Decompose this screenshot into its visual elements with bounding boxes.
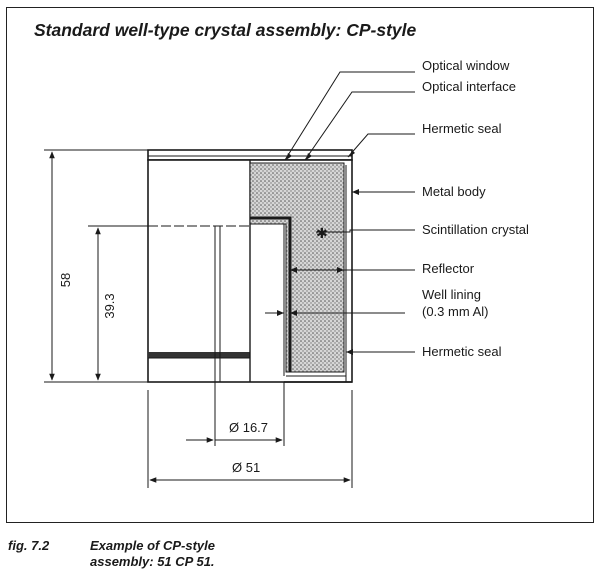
figure-caption: Example of CP-style assembly: 51 CP 51. bbox=[90, 538, 215, 570]
leader-lines bbox=[265, 71, 415, 353]
caption-line-2: assembly: 51 CP 51. bbox=[90, 554, 215, 569]
leader-arrowheads bbox=[277, 150, 359, 355]
reflector-lining bbox=[250, 216, 292, 372]
dim-height-total: 58 bbox=[58, 273, 73, 287]
label-hermetic-seal-bottom: Hermetic seal bbox=[422, 344, 502, 359]
label-hermetic-seal-top: Hermetic seal bbox=[422, 121, 502, 136]
dim-height-well: 39.3 bbox=[102, 293, 117, 318]
dim-outer-diameter: Ø 51 bbox=[232, 460, 260, 475]
crystal-marker-icon: ✱ bbox=[316, 226, 328, 242]
bottom-seal-band bbox=[148, 352, 250, 358]
label-metal-body: Metal body bbox=[422, 184, 486, 199]
dim-well-diameter: Ø 16.7 bbox=[229, 420, 268, 435]
label-optical-window: Optical window bbox=[422, 58, 510, 73]
label-optical-interface: Optical interface bbox=[422, 79, 516, 94]
label-well-lining-thickness: (0.3 mm Al) bbox=[422, 304, 488, 319]
optical-window-plate bbox=[147, 149, 353, 161]
figure-number: fig. 7.2 bbox=[8, 538, 50, 553]
label-scintillation-crystal: Scintillation crystal bbox=[422, 222, 529, 237]
diagram-title: Standard well-type crystal assembly: CP-… bbox=[34, 20, 417, 40]
label-reflector: Reflector bbox=[422, 261, 475, 276]
label-well-lining: Well lining bbox=[422, 287, 481, 302]
caption-line-1: Example of CP-style bbox=[90, 538, 215, 553]
dimension-lines bbox=[44, 149, 353, 488]
